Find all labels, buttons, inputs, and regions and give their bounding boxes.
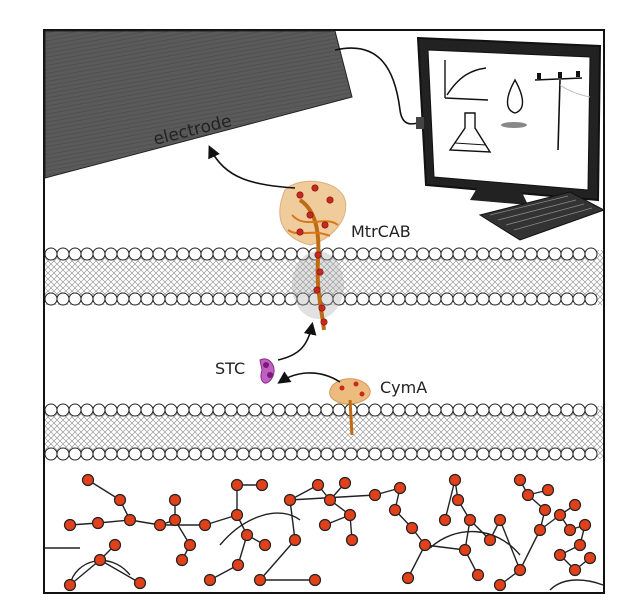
keyboard-icon <box>478 191 606 241</box>
cyma-protein <box>329 378 371 436</box>
arrow-cyma-to-stc <box>277 371 341 384</box>
arrow-mtrcab-to-electrode <box>208 145 296 189</box>
electrode <box>44 30 353 179</box>
power-line-icon <box>534 71 591 151</box>
stc-protein <box>259 358 275 384</box>
arrow-stc-to-mtrcab <box>277 321 317 361</box>
flask-icon <box>448 112 492 153</box>
metabolic-network <box>45 473 604 592</box>
mtrcab-protein <box>279 180 347 331</box>
computer-monitor-icon <box>416 36 602 205</box>
inner-membrane <box>44 403 603 461</box>
stc-label: STC <box>215 359 245 378</box>
outer-membrane <box>44 247 603 306</box>
mtrcab-label: MtrCAB <box>351 222 411 241</box>
drop-icon <box>506 78 524 114</box>
electrode-cable <box>334 47 419 125</box>
cyma-label: CymA <box>380 378 427 397</box>
graph-icon <box>444 60 489 101</box>
